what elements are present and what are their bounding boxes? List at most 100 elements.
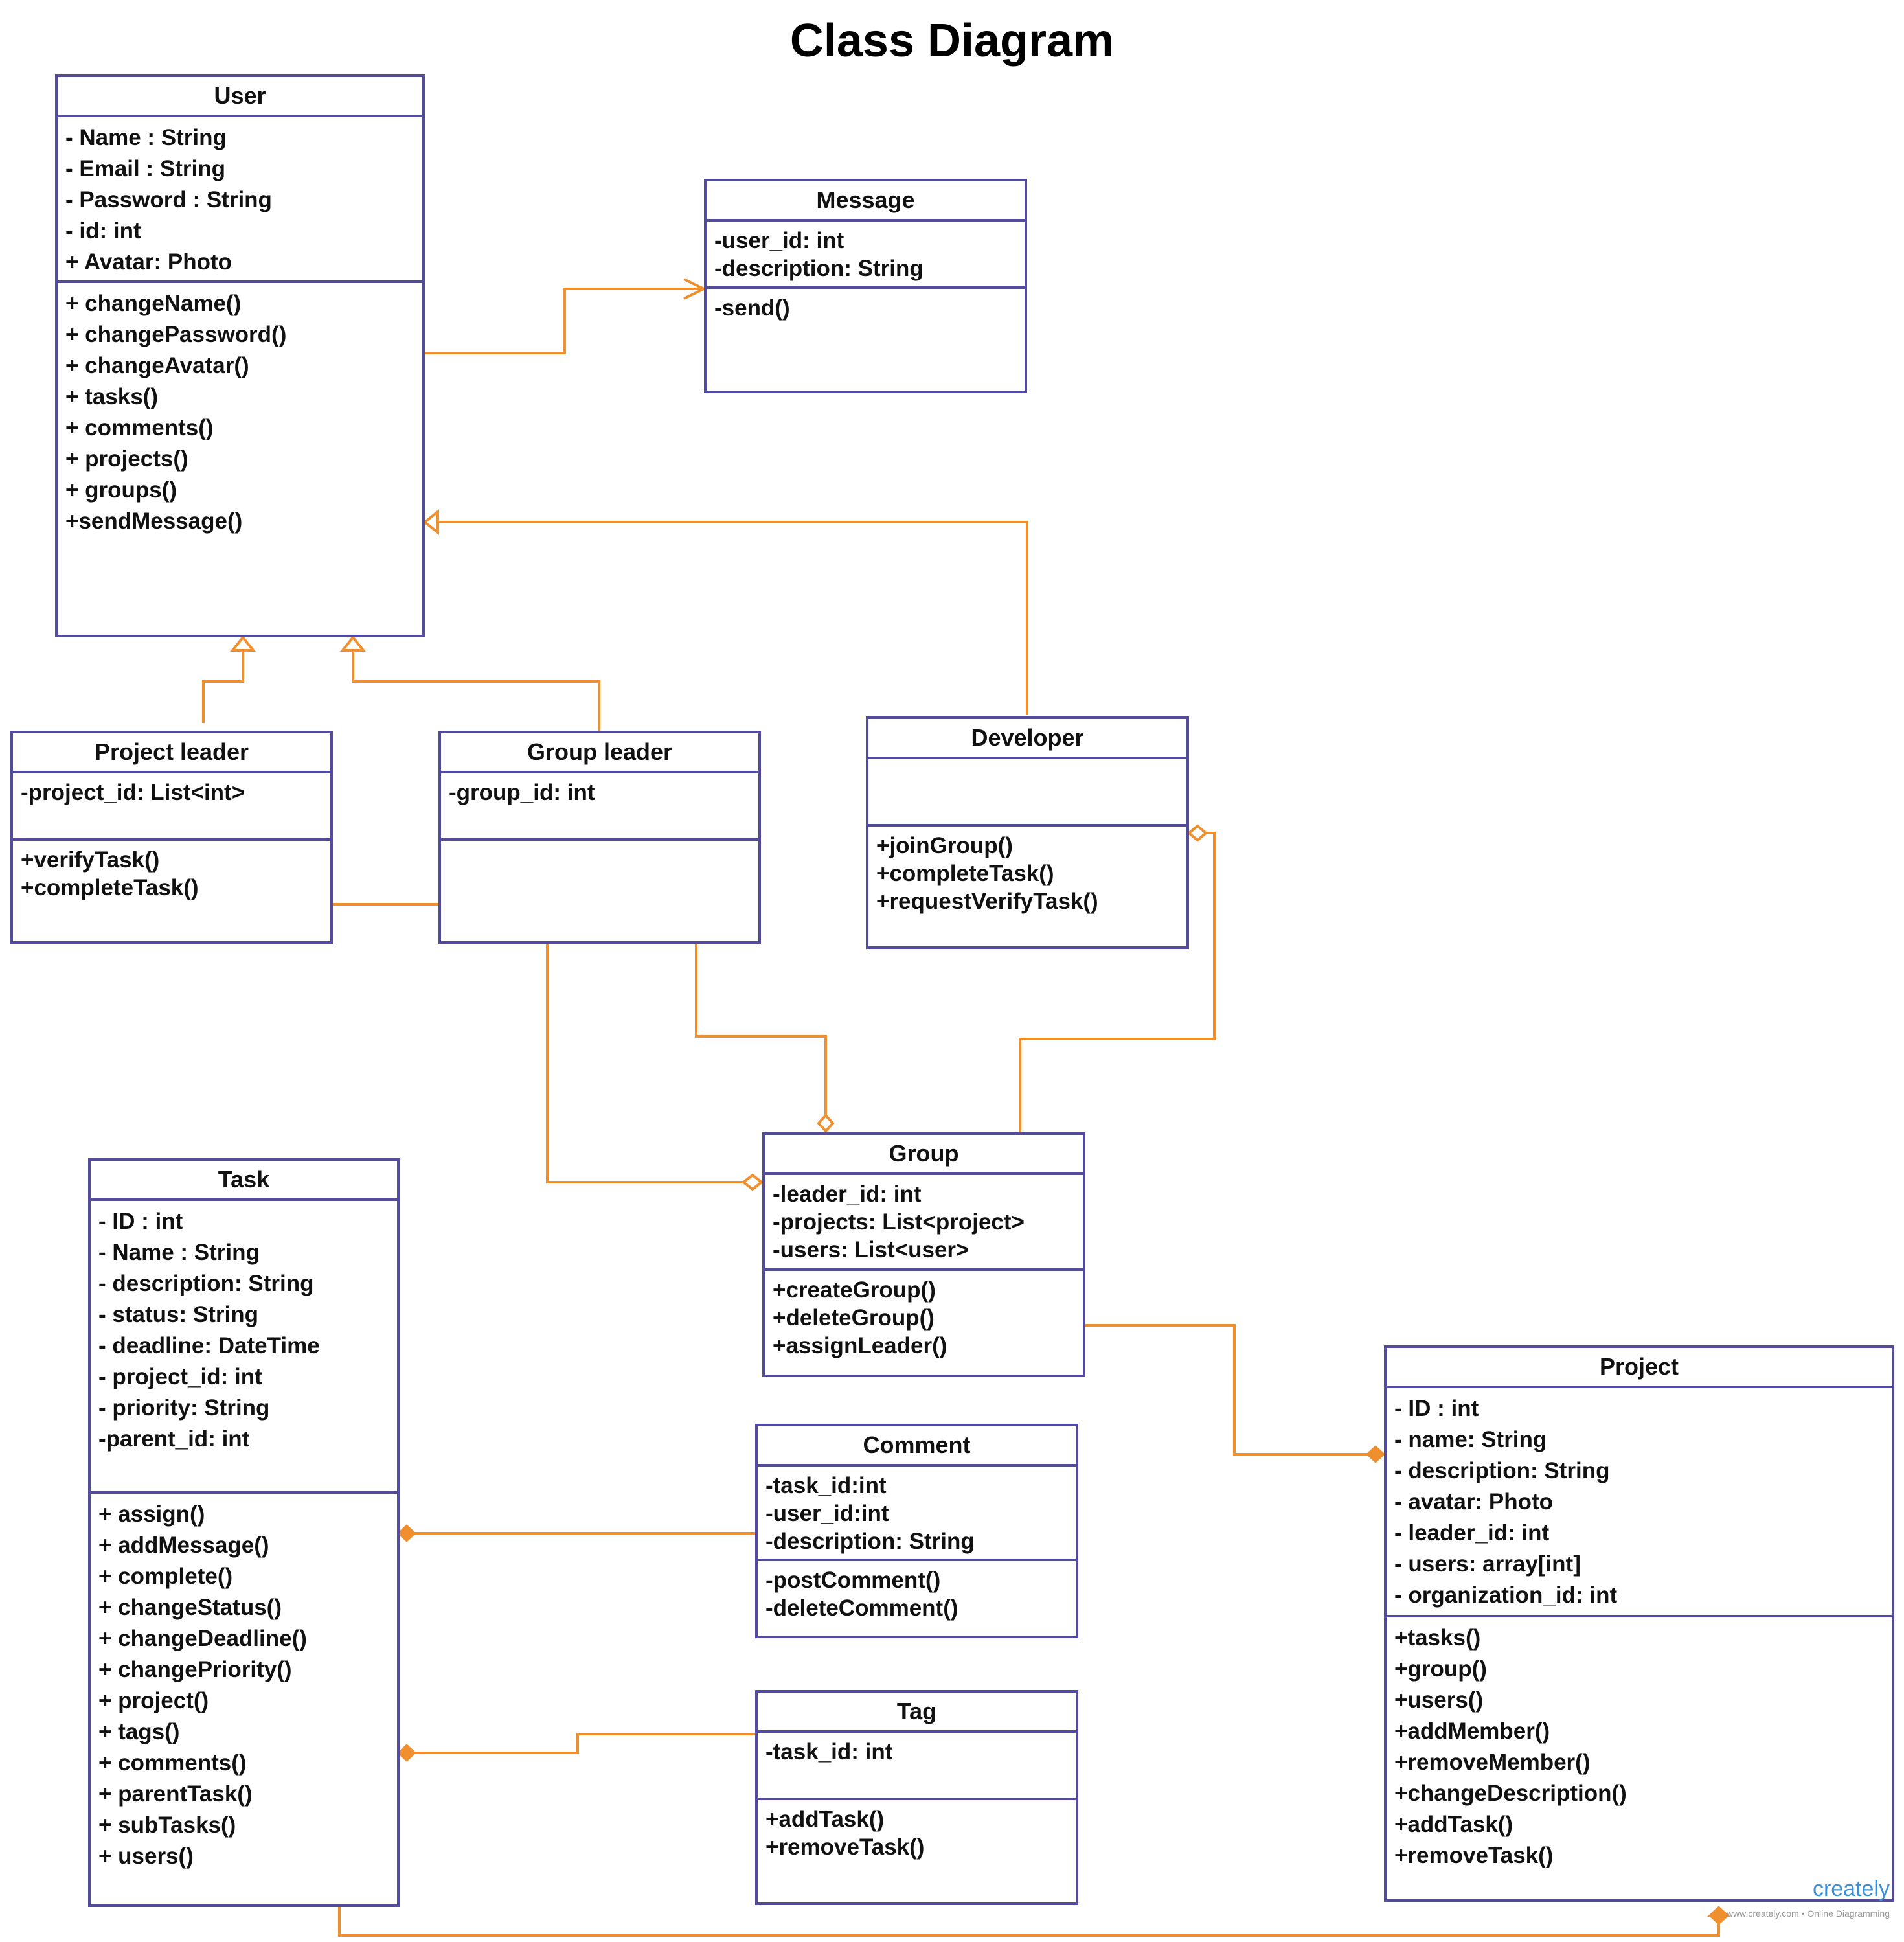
group-class-name: Group — [765, 1135, 1083, 1175]
operation-row: + changePassword() — [65, 322, 287, 347]
operation-row: + subTasks() — [98, 1812, 236, 1838]
operation-row: +removeTask() — [765, 1834, 925, 1860]
attribute-row: - description: String — [98, 1271, 314, 1296]
connector-task-project — [338, 1907, 1720, 1937]
attribute-row: - Name : String — [65, 125, 227, 150]
developer-attributes — [868, 759, 1186, 827]
class-message[interactable]: Message-user_id: int-description: String… — [704, 179, 1027, 393]
attribute-row: -group_id: int — [449, 780, 595, 805]
attribute-row: - Email : String — [65, 156, 225, 181]
class-project-leader[interactable]: Project leader-project_id: List<int>+ver… — [10, 731, 333, 944]
connector-groupleader-user — [352, 650, 600, 731]
project-operations: +tasks()+group()+users()+addMember()+rem… — [1387, 1617, 1892, 1899]
attribute-row: - status: String — [98, 1302, 258, 1327]
diamond-project-group — [1366, 1445, 1385, 1463]
operation-row: +group() — [1394, 1656, 1487, 1682]
attribute-row: - priority: String — [98, 1395, 270, 1421]
operation-row: -deleteComment() — [765, 1595, 958, 1621]
class-tag[interactable]: Tag -task_id: int +addTask()+removeTask() — [755, 1690, 1078, 1905]
creately-logo: creately — [1812, 1877, 1890, 1901]
class-task[interactable]: Task - ID : int - Name : String - descripti… — [88, 1158, 400, 1907]
operation-row: +deleteGroup() — [773, 1305, 935, 1331]
tag-class-name: Tag — [758, 1693, 1076, 1733]
connector-tag-task — [414, 1733, 755, 1754]
operation-row: + complete() — [98, 1564, 233, 1589]
diamond-group-groupleader — [817, 1114, 835, 1133]
project-attributes: - ID : int- name: String- description: S… — [1387, 1388, 1892, 1617]
tag-operations: +addTask()+removeTask() — [758, 1800, 1076, 1902]
task-operations: + assign()+ addMessage()+ complete()+ ch… — [91, 1494, 397, 1904]
operation-row: + comments() — [98, 1750, 247, 1776]
operation-row: +verifyTask() — [21, 847, 160, 873]
project-leader-operations: +verifyTask()+completeTask() — [13, 841, 330, 941]
creately-tagline: www.creately.com • Online Diagramming — [1726, 1908, 1890, 1919]
operation-row: + groups() — [65, 477, 177, 503]
operation-row: +removeMember() — [1394, 1750, 1591, 1775]
operation-row: + projects() — [65, 446, 188, 472]
connector-developer-user — [438, 521, 1028, 715]
attribute-row: - organization_id: int — [1394, 1582, 1618, 1608]
attribute-row: -project_id: List<int> — [21, 780, 245, 805]
operation-row: +completeTask() — [21, 875, 199, 900]
operation-row: +changeDescription() — [1394, 1781, 1627, 1806]
triangle-user-projectleader — [229, 635, 256, 652]
operation-row: + comments() — [65, 415, 214, 440]
attribute-row: -task_id: int — [765, 1739, 893, 1765]
operation-row: +joinGroup() — [876, 833, 1013, 858]
operation-row: -send() — [714, 295, 790, 321]
attribute-row: - ID : int — [1394, 1396, 1479, 1421]
operation-row: +sendMessage() — [65, 508, 243, 534]
class-comment[interactable]: Comment-task_id:int-user_id:int-descript… — [755, 1424, 1078, 1638]
attribute-row: - Name : String — [98, 1240, 260, 1265]
developer-operations: +joinGroup()+completeTask()+requestVerif… — [868, 827, 1186, 946]
class-user[interactable]: User- Name : String- Email : String- Pas… — [55, 74, 425, 637]
attribute-row: - project_id: int — [98, 1364, 262, 1389]
operation-row: +addTask() — [765, 1807, 885, 1832]
class-group[interactable]: Group-leader_id: int-projects: List<proj… — [762, 1132, 1085, 1377]
operation-row: + changeStatus() — [98, 1595, 282, 1620]
diamond-developer-group — [1186, 824, 1208, 842]
user-operations: + changeName()+ changePassword()+ change… — [58, 283, 422, 635]
attribute-row: - ID : int — [98, 1209, 183, 1234]
attribute-row: -users: List<user> — [773, 1237, 969, 1262]
operation-row: + changeName() — [65, 291, 242, 316]
group-leader-attributes: -group_id: int — [441, 773, 758, 841]
task-class-name: Task — [91, 1161, 397, 1201]
class-project[interactable]: Project- ID : int- name: String- descrip… — [1384, 1345, 1894, 1902]
operation-row: +createGroup() — [773, 1277, 936, 1303]
tag-attributes: -task_id: int — [758, 1733, 1076, 1800]
diamond-project-task-fill — [1709, 1907, 1728, 1925]
operation-row: +completeTask() — [876, 861, 1054, 886]
user-attributes: - Name : String - Email : String - Passwor… — [58, 117, 422, 283]
operation-row: +users() — [1394, 1687, 1484, 1713]
operation-row: + users() — [98, 1844, 194, 1869]
attribute-row: - leader_id: int — [1394, 1520, 1550, 1546]
attribute-row: - description: String — [1394, 1458, 1610, 1483]
message-operations: -send() — [707, 289, 1025, 391]
attribute-row: -task_id:int — [765, 1473, 887, 1498]
operation-row: + addMessage() — [98, 1533, 269, 1558]
diamond-task-tag — [397, 1744, 416, 1762]
class-group-leader[interactable]: Group leader-group_id: int — [438, 731, 761, 944]
triangle-user-groupleader — [339, 635, 367, 652]
developer-class-name: Developer — [868, 719, 1186, 759]
group-operations: +createGroup()+deleteGroup()+assignLeade… — [765, 1271, 1083, 1375]
attribute-row: - users: array[int] — [1394, 1551, 1581, 1577]
attribute-row: - Password : String — [65, 187, 272, 212]
connector-user-message — [425, 288, 704, 354]
attribute-row: -description: String — [765, 1529, 975, 1554]
attribute-row: -projects: List<project> — [773, 1209, 1025, 1235]
operation-row: + project() — [98, 1688, 209, 1713]
class-developer[interactable]: Developer+joinGroup()+completeTask()+req… — [866, 716, 1189, 949]
operation-row: -postComment() — [765, 1568, 941, 1593]
connector-groupleader-group — [695, 943, 827, 1115]
operation-row: +removeTask() — [1394, 1843, 1554, 1868]
attribute-row: - deadline: DateTime — [98, 1333, 320, 1358]
message-class-name: Message — [707, 181, 1025, 222]
project-leader-attributes: -project_id: List<int> — [13, 773, 330, 841]
comment-attributes: -task_id:int -user_id:int -description: St… — [758, 1467, 1076, 1561]
attribute-row: + Avatar: Photo — [65, 249, 232, 275]
group-attributes: -leader_id: int-projects: List<project>-… — [765, 1175, 1083, 1271]
attribute-row: -user_id:int — [765, 1501, 889, 1526]
operation-row: +addMember() — [1394, 1719, 1550, 1744]
